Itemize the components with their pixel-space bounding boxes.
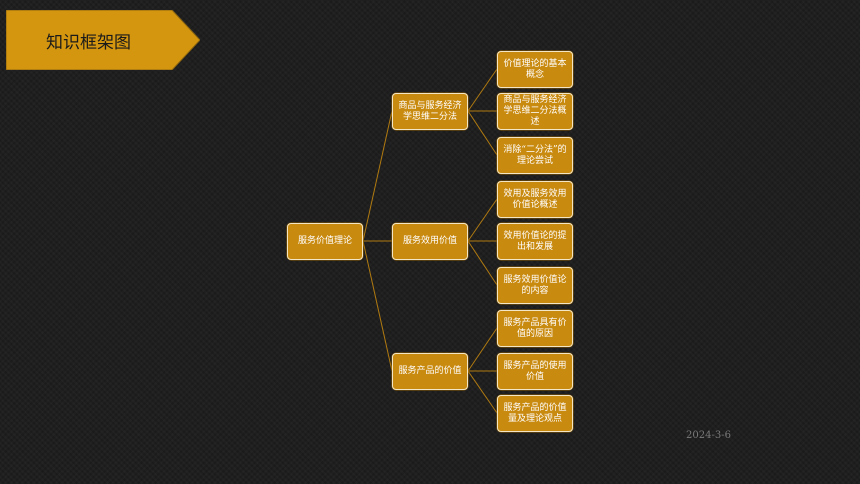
leaf-node: 服务产品具有价值的原因 xyxy=(497,310,573,347)
leaf-node: 效用及服务效用价值论概述 xyxy=(497,181,573,218)
connector-b3-c1 xyxy=(467,327,498,372)
connector-root-branch-3 xyxy=(362,240,393,372)
leaf-node: 消除“二分法”的理论尝试 xyxy=(497,137,573,174)
branch-node-utility-value: 服务效用价值 xyxy=(392,223,468,260)
title-banner-shape xyxy=(6,10,200,70)
leaf-node: 商品与服务经济学思维二分法概述 xyxy=(497,93,573,130)
leaf-node: 服务产品的使用价值 xyxy=(497,353,573,390)
branch-node-dichotomy: 商品与服务经济学思维二分法 xyxy=(392,93,468,130)
page-title: 知识框架图 xyxy=(46,32,131,53)
connector-b1-c1 xyxy=(467,68,498,112)
leaf-node: 服务产品的价值量及理论观点 xyxy=(497,395,573,432)
leaf-node: 服务效用价值论的内容 xyxy=(497,267,573,304)
leaf-node: 效用价值论的提出和发展 xyxy=(497,223,573,260)
branch-node-product-value: 服务产品的价值 xyxy=(392,353,468,390)
slide-date: 2024-3-6 xyxy=(686,430,731,441)
connector-b3-c3 xyxy=(467,370,498,414)
root-node: 服务价值理论 xyxy=(287,223,363,260)
connector-b2-c3 xyxy=(467,240,498,286)
connector-root-branch-1 xyxy=(362,110,393,242)
connector-b1-c3 xyxy=(467,110,498,156)
leaf-node: 价值理论的基本概念 xyxy=(497,51,573,88)
title-banner: 知识框架图 xyxy=(6,10,200,70)
connector-b2-c1 xyxy=(467,198,498,242)
